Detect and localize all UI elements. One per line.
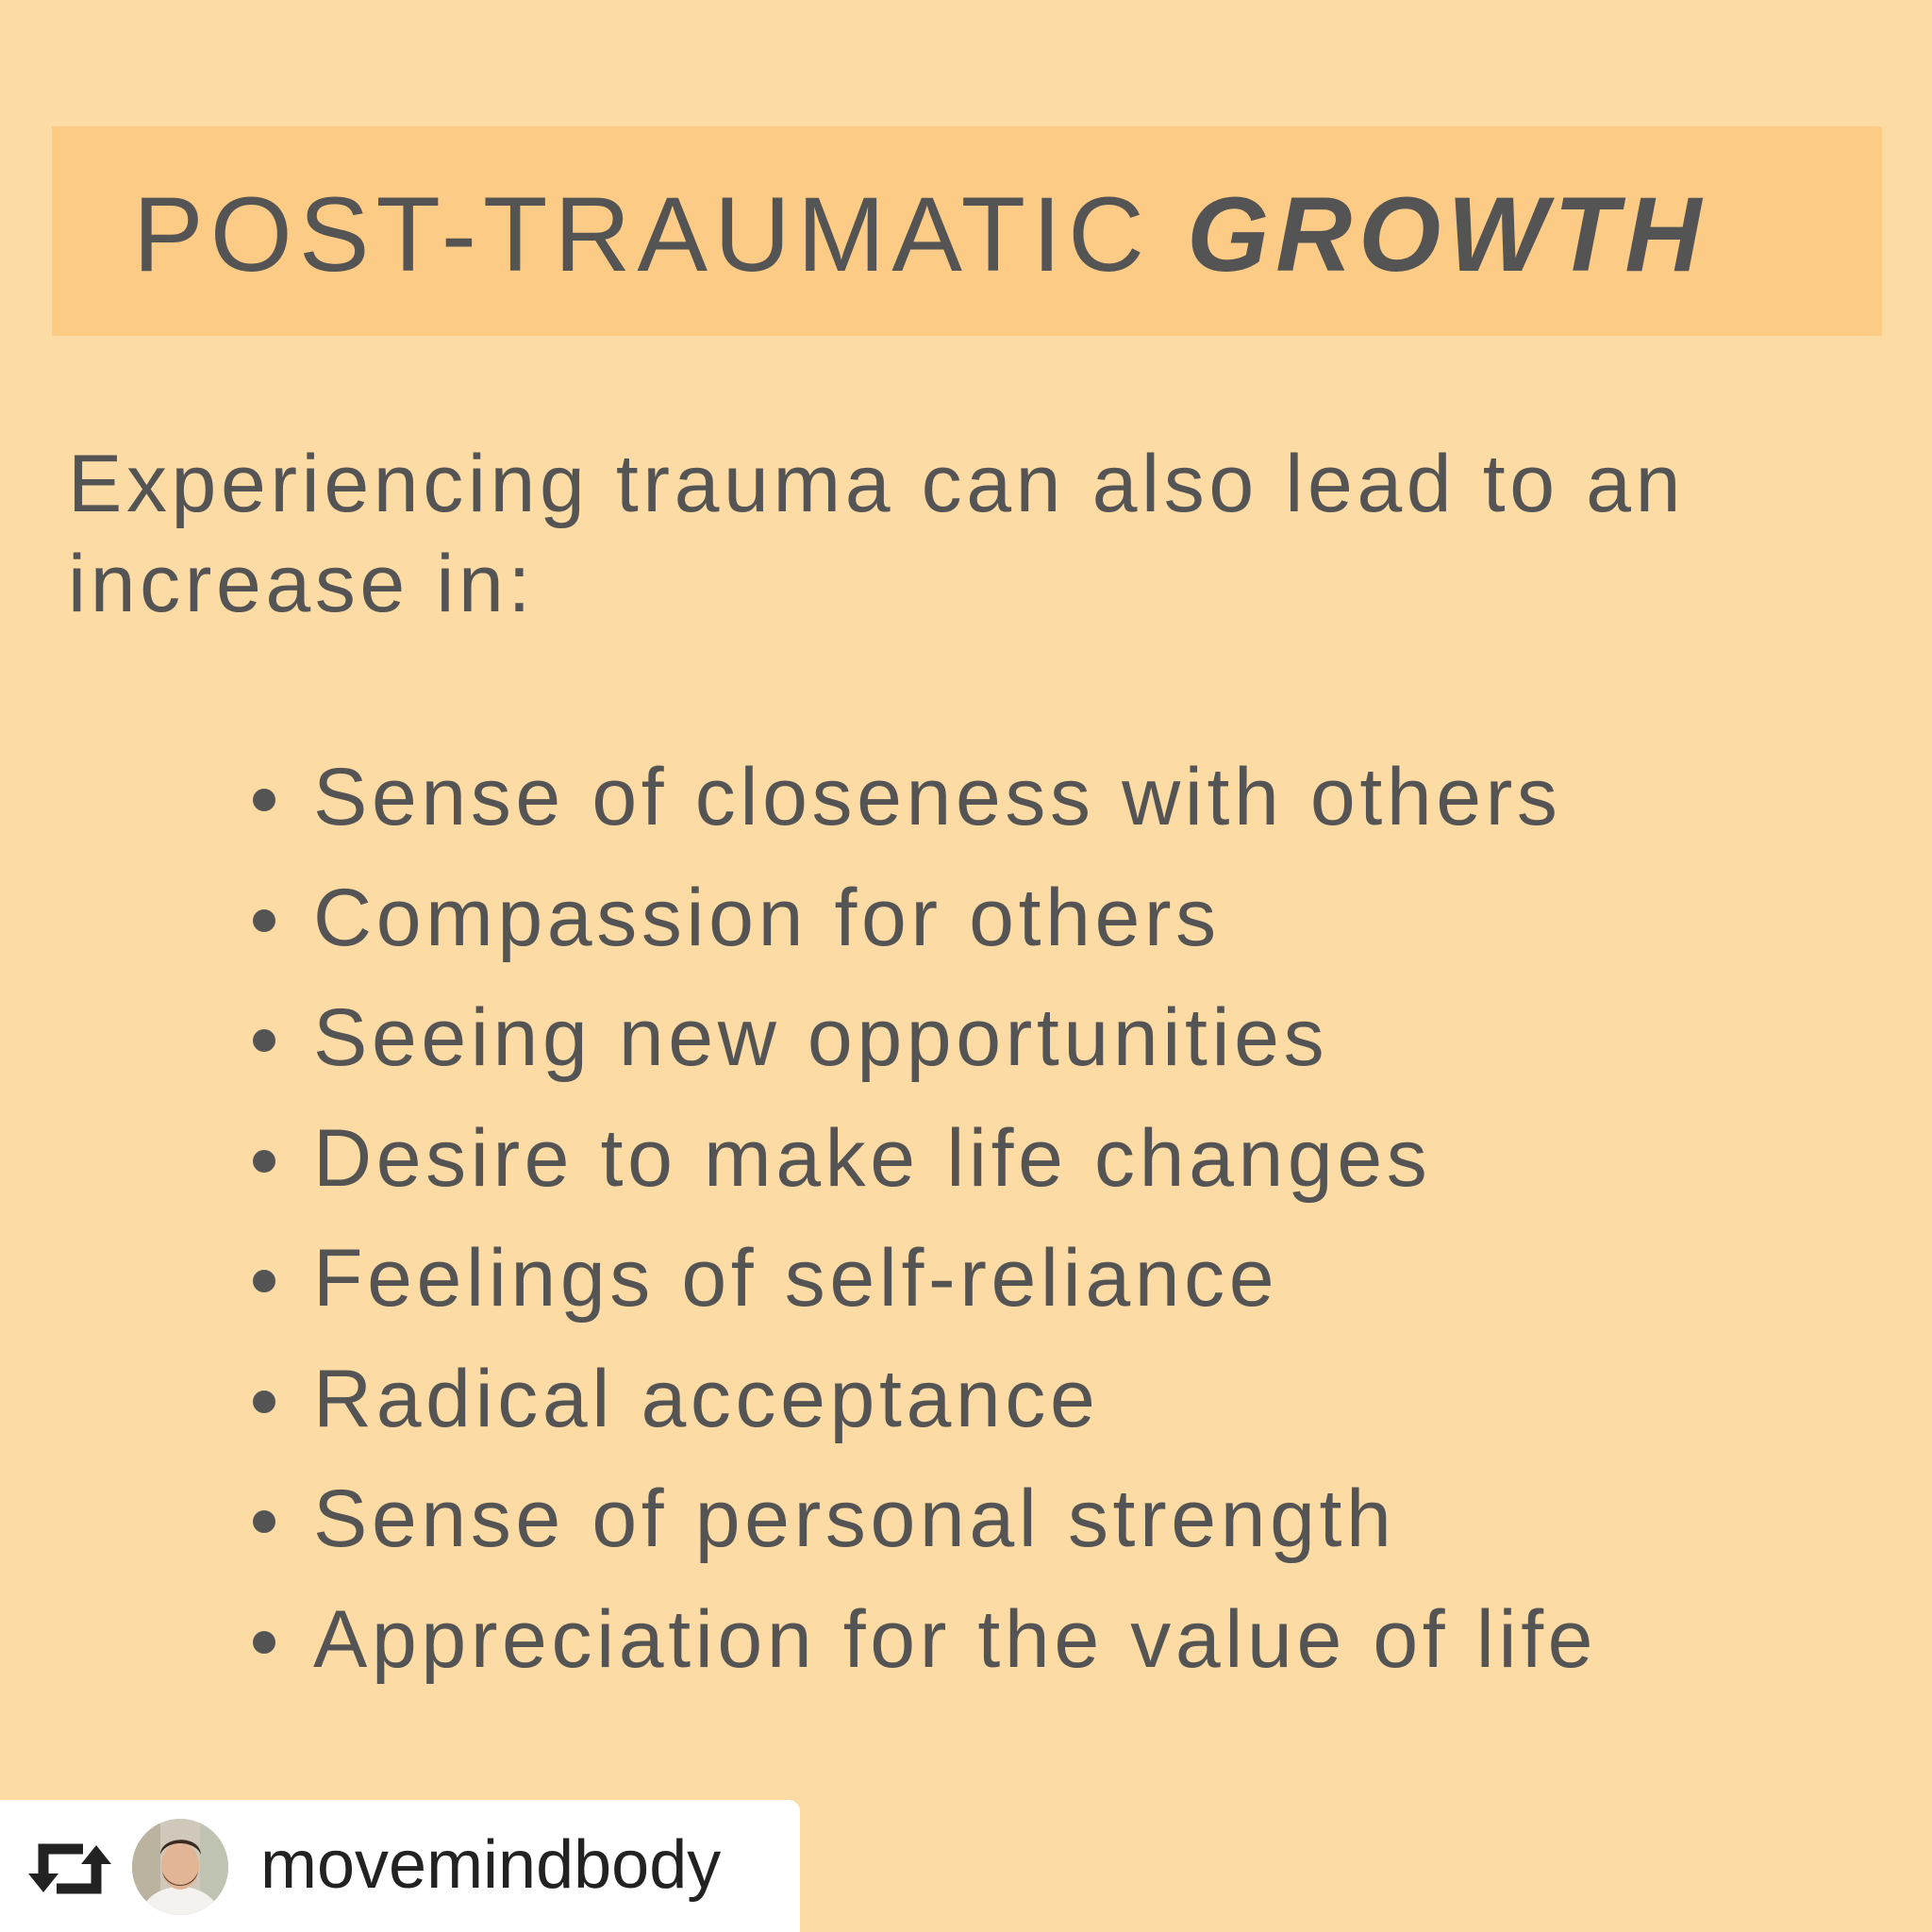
repost-icon [28,1843,111,1894]
avatar[interactable] [132,1819,228,1915]
list-item-text: Radical acceptance [313,1353,1100,1444]
list-item-text: Appreciation for the value of life [313,1593,1598,1685]
list-item-text: Compassion for others [313,872,1221,963]
list-item-text: Sense of personal strength [313,1474,1396,1564]
list-item: Sense of personal strength [247,1472,1597,1592]
list-item-text: Sense of closeness with others [313,752,1562,842]
page-title: POST-TRAUMATIC GROWTH [133,175,1707,288]
list-item-text: Desire to make life changes [313,1112,1432,1204]
list-item: Seeing new opportunities [247,991,1597,1111]
repost-attribution: movemindbody [0,1800,800,1932]
title-regular: POST-TRAUMATIC [133,175,1188,293]
list-item: Radical acceptance [247,1352,1597,1473]
list-item: Appreciation for the value of life [247,1592,1597,1713]
list-item-text: Seeing new opportunities [313,992,1329,1083]
intro-text: Experiencing trauma can also lead to an … [68,439,1686,629]
list-item: Compassion for others [247,871,1597,991]
repost-username[interactable]: movemindbody [260,1827,722,1903]
title-banner: POST-TRAUMATIC GROWTH [52,126,1882,336]
bullet-dot-icon [253,1630,275,1654]
bullet-dot-icon [253,1029,275,1052]
list-item: Sense of closeness with others [247,750,1597,871]
bullet-dot-icon [253,1510,275,1533]
bullet-dot-icon [253,1149,275,1173]
bullet-dot-icon [253,1270,275,1292]
avatar-portrait [132,1819,228,1915]
title-emphasis: GROWTH [1187,175,1708,293]
benefits-list: Sense of closeness with others Compassio… [247,750,1597,1712]
list-item: Desire to make life changes [247,1111,1597,1232]
bullet-dot-icon [253,908,275,932]
bullet-dot-icon [253,1390,275,1413]
list-item-text: Feelings of self-reliance [313,1233,1279,1324]
list-item: Feelings of self-reliance [247,1231,1597,1352]
bullet-dot-icon [253,789,275,811]
